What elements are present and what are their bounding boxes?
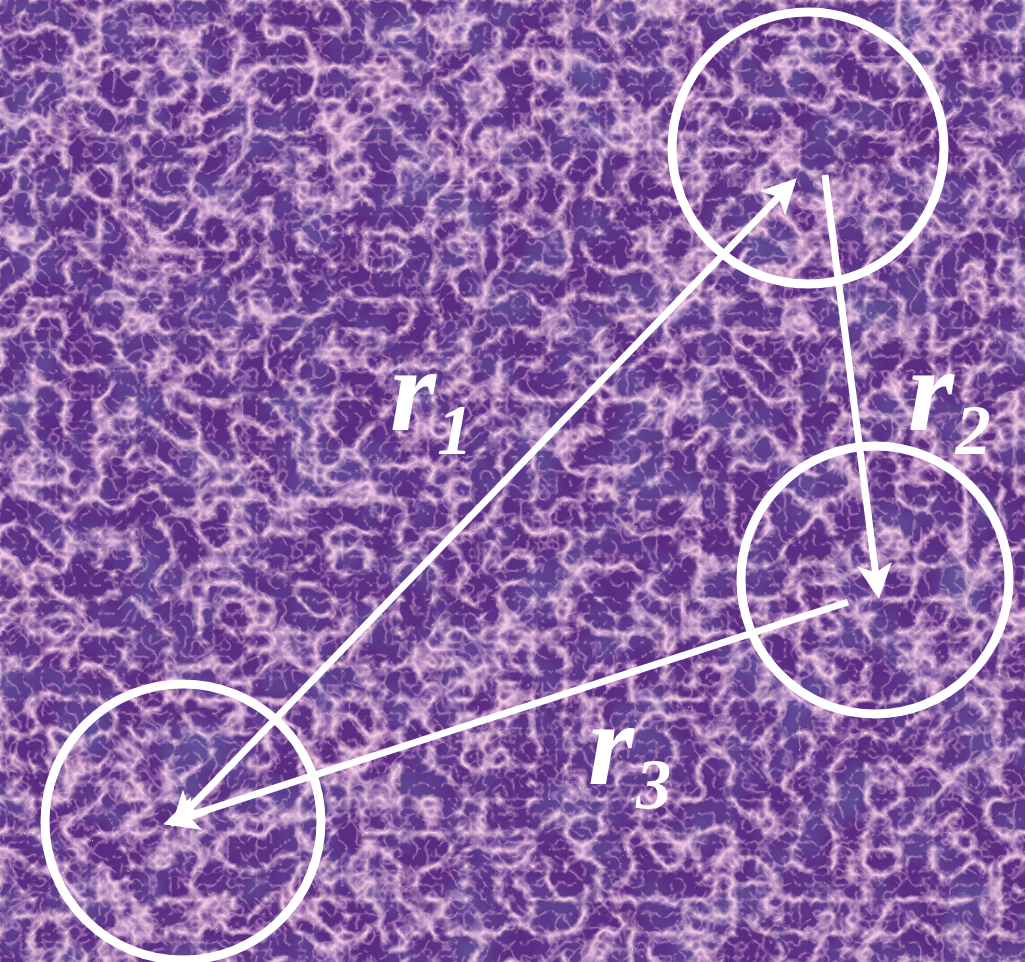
vector-label: r₂ bbox=[908, 332, 995, 450]
vector-label: r₃ bbox=[588, 686, 675, 804]
vector-label: r₁ bbox=[390, 332, 477, 450]
